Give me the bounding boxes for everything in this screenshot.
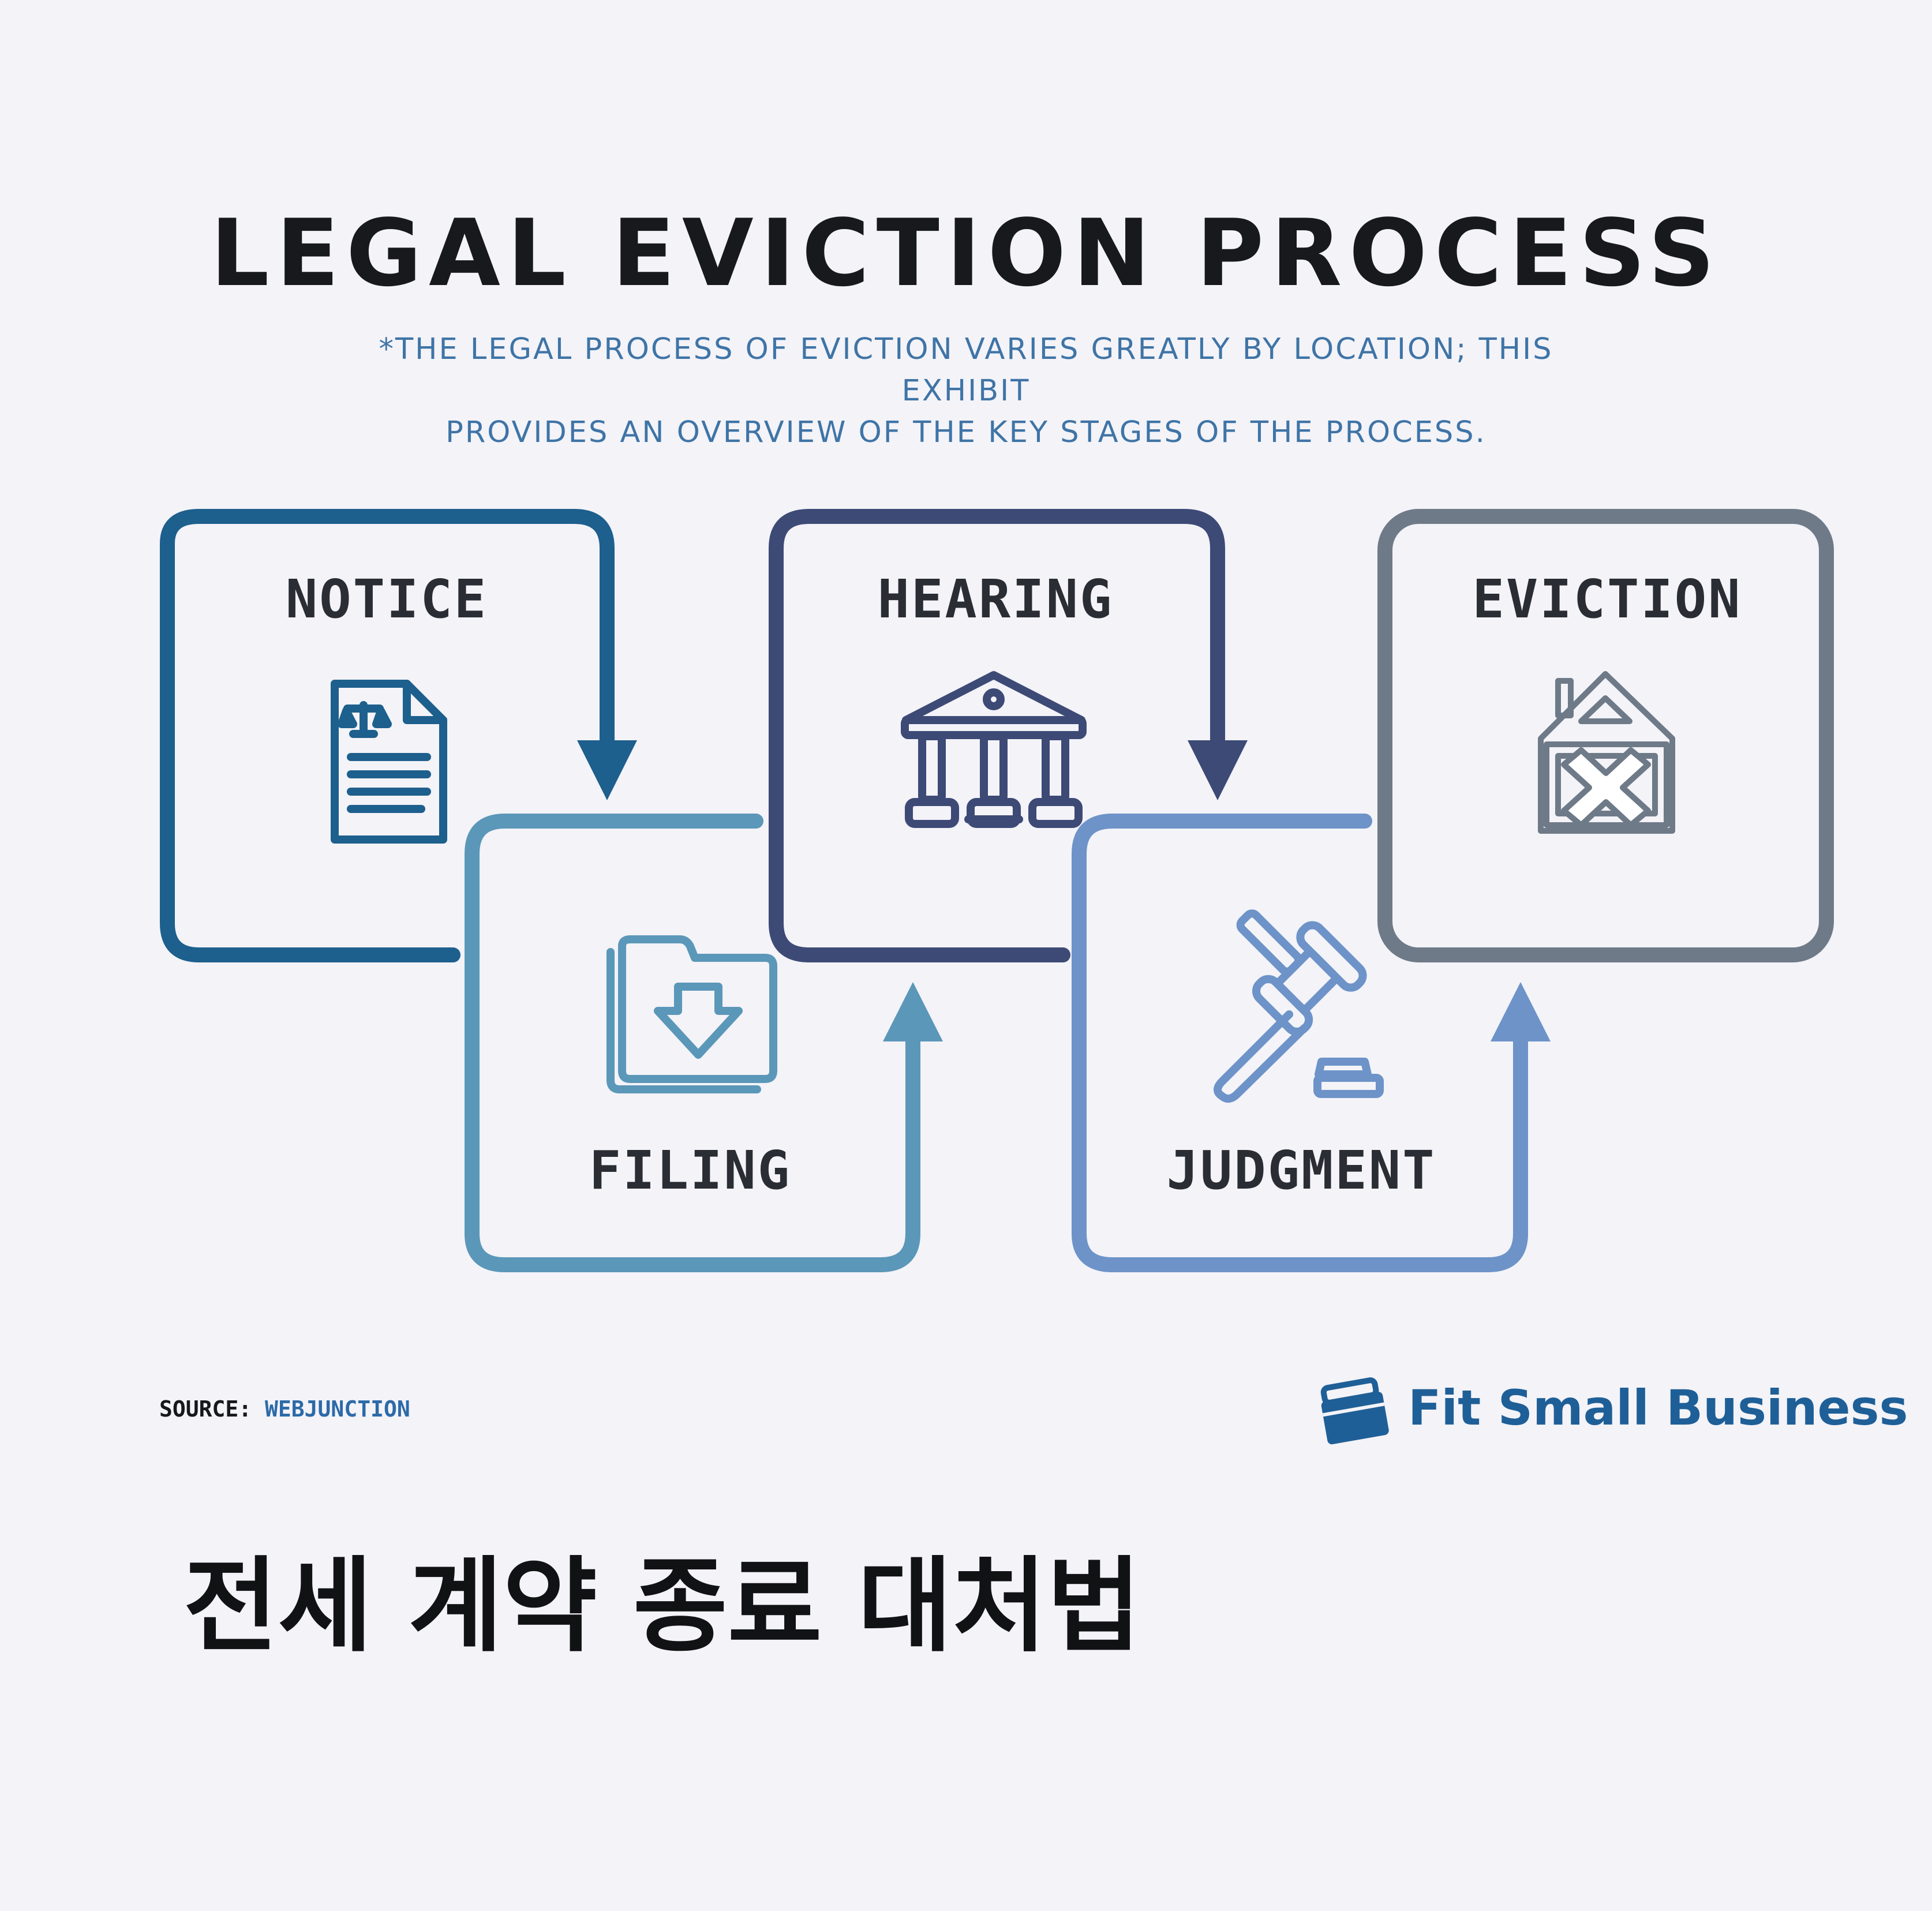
source-credit: SOURCE: WEBJUNCTION bbox=[159, 1396, 410, 1422]
subtitle-line-1: *THE LEGAL PROCESS OF EVICTION VARIES GR… bbox=[379, 332, 1553, 408]
brand-logo: Fit Small Business bbox=[1321, 1379, 1908, 1437]
stage-label-filing: FILING bbox=[589, 1140, 792, 1201]
condemned-house-icon bbox=[1538, 671, 1675, 834]
stage-label-notice: NOTICE bbox=[285, 568, 488, 630]
brand-icon-spacer bbox=[1321, 1379, 1393, 1437]
source-label: SOURCE: bbox=[159, 1396, 252, 1422]
source-link[interactable]: WEBJUNCTION bbox=[265, 1396, 410, 1422]
stage-box-eviction bbox=[1377, 509, 1834, 962]
briefcase-icon bbox=[1320, 1377, 1389, 1445]
courthouse-icon bbox=[901, 671, 1087, 828]
legal-document-icon bbox=[331, 680, 447, 844]
stage-label-judgment: JUDGMENT bbox=[1166, 1140, 1436, 1201]
caption: 전세 계약 종료 대처법 bbox=[184, 1546, 1141, 1666]
stage-box-hearing bbox=[769, 509, 1225, 962]
diagram-subtitle: *THE LEGAL PROCESS OF EVICTION VARIES GR… bbox=[331, 329, 1601, 454]
arrow-judgment-to-eviction bbox=[1491, 982, 1551, 1041]
stage-box-judgment bbox=[1072, 814, 1528, 1272]
gavel-icon bbox=[1214, 909, 1384, 1103]
arrow-filing-to-hearing bbox=[883, 982, 943, 1041]
brand-name: Fit Small Business bbox=[1408, 1380, 1908, 1436]
stage-box-filing bbox=[465, 814, 920, 1272]
folder-download-icon bbox=[606, 935, 777, 1093]
stage-label-hearing: HEARING bbox=[877, 568, 1114, 630]
diagram-title: LEGAL EVICTION PROCESS bbox=[210, 199, 1722, 307]
stage-label-eviction: EVICTION bbox=[1472, 568, 1742, 630]
stage-box-notice bbox=[160, 509, 615, 962]
arrow-hearing-to-judgment bbox=[1188, 740, 1248, 800]
arrow-notice-to-filing bbox=[577, 740, 637, 800]
subtitle-line-2: PROVIDES AN OVERVIEW OF THE KEY STAGES O… bbox=[445, 415, 1487, 449]
